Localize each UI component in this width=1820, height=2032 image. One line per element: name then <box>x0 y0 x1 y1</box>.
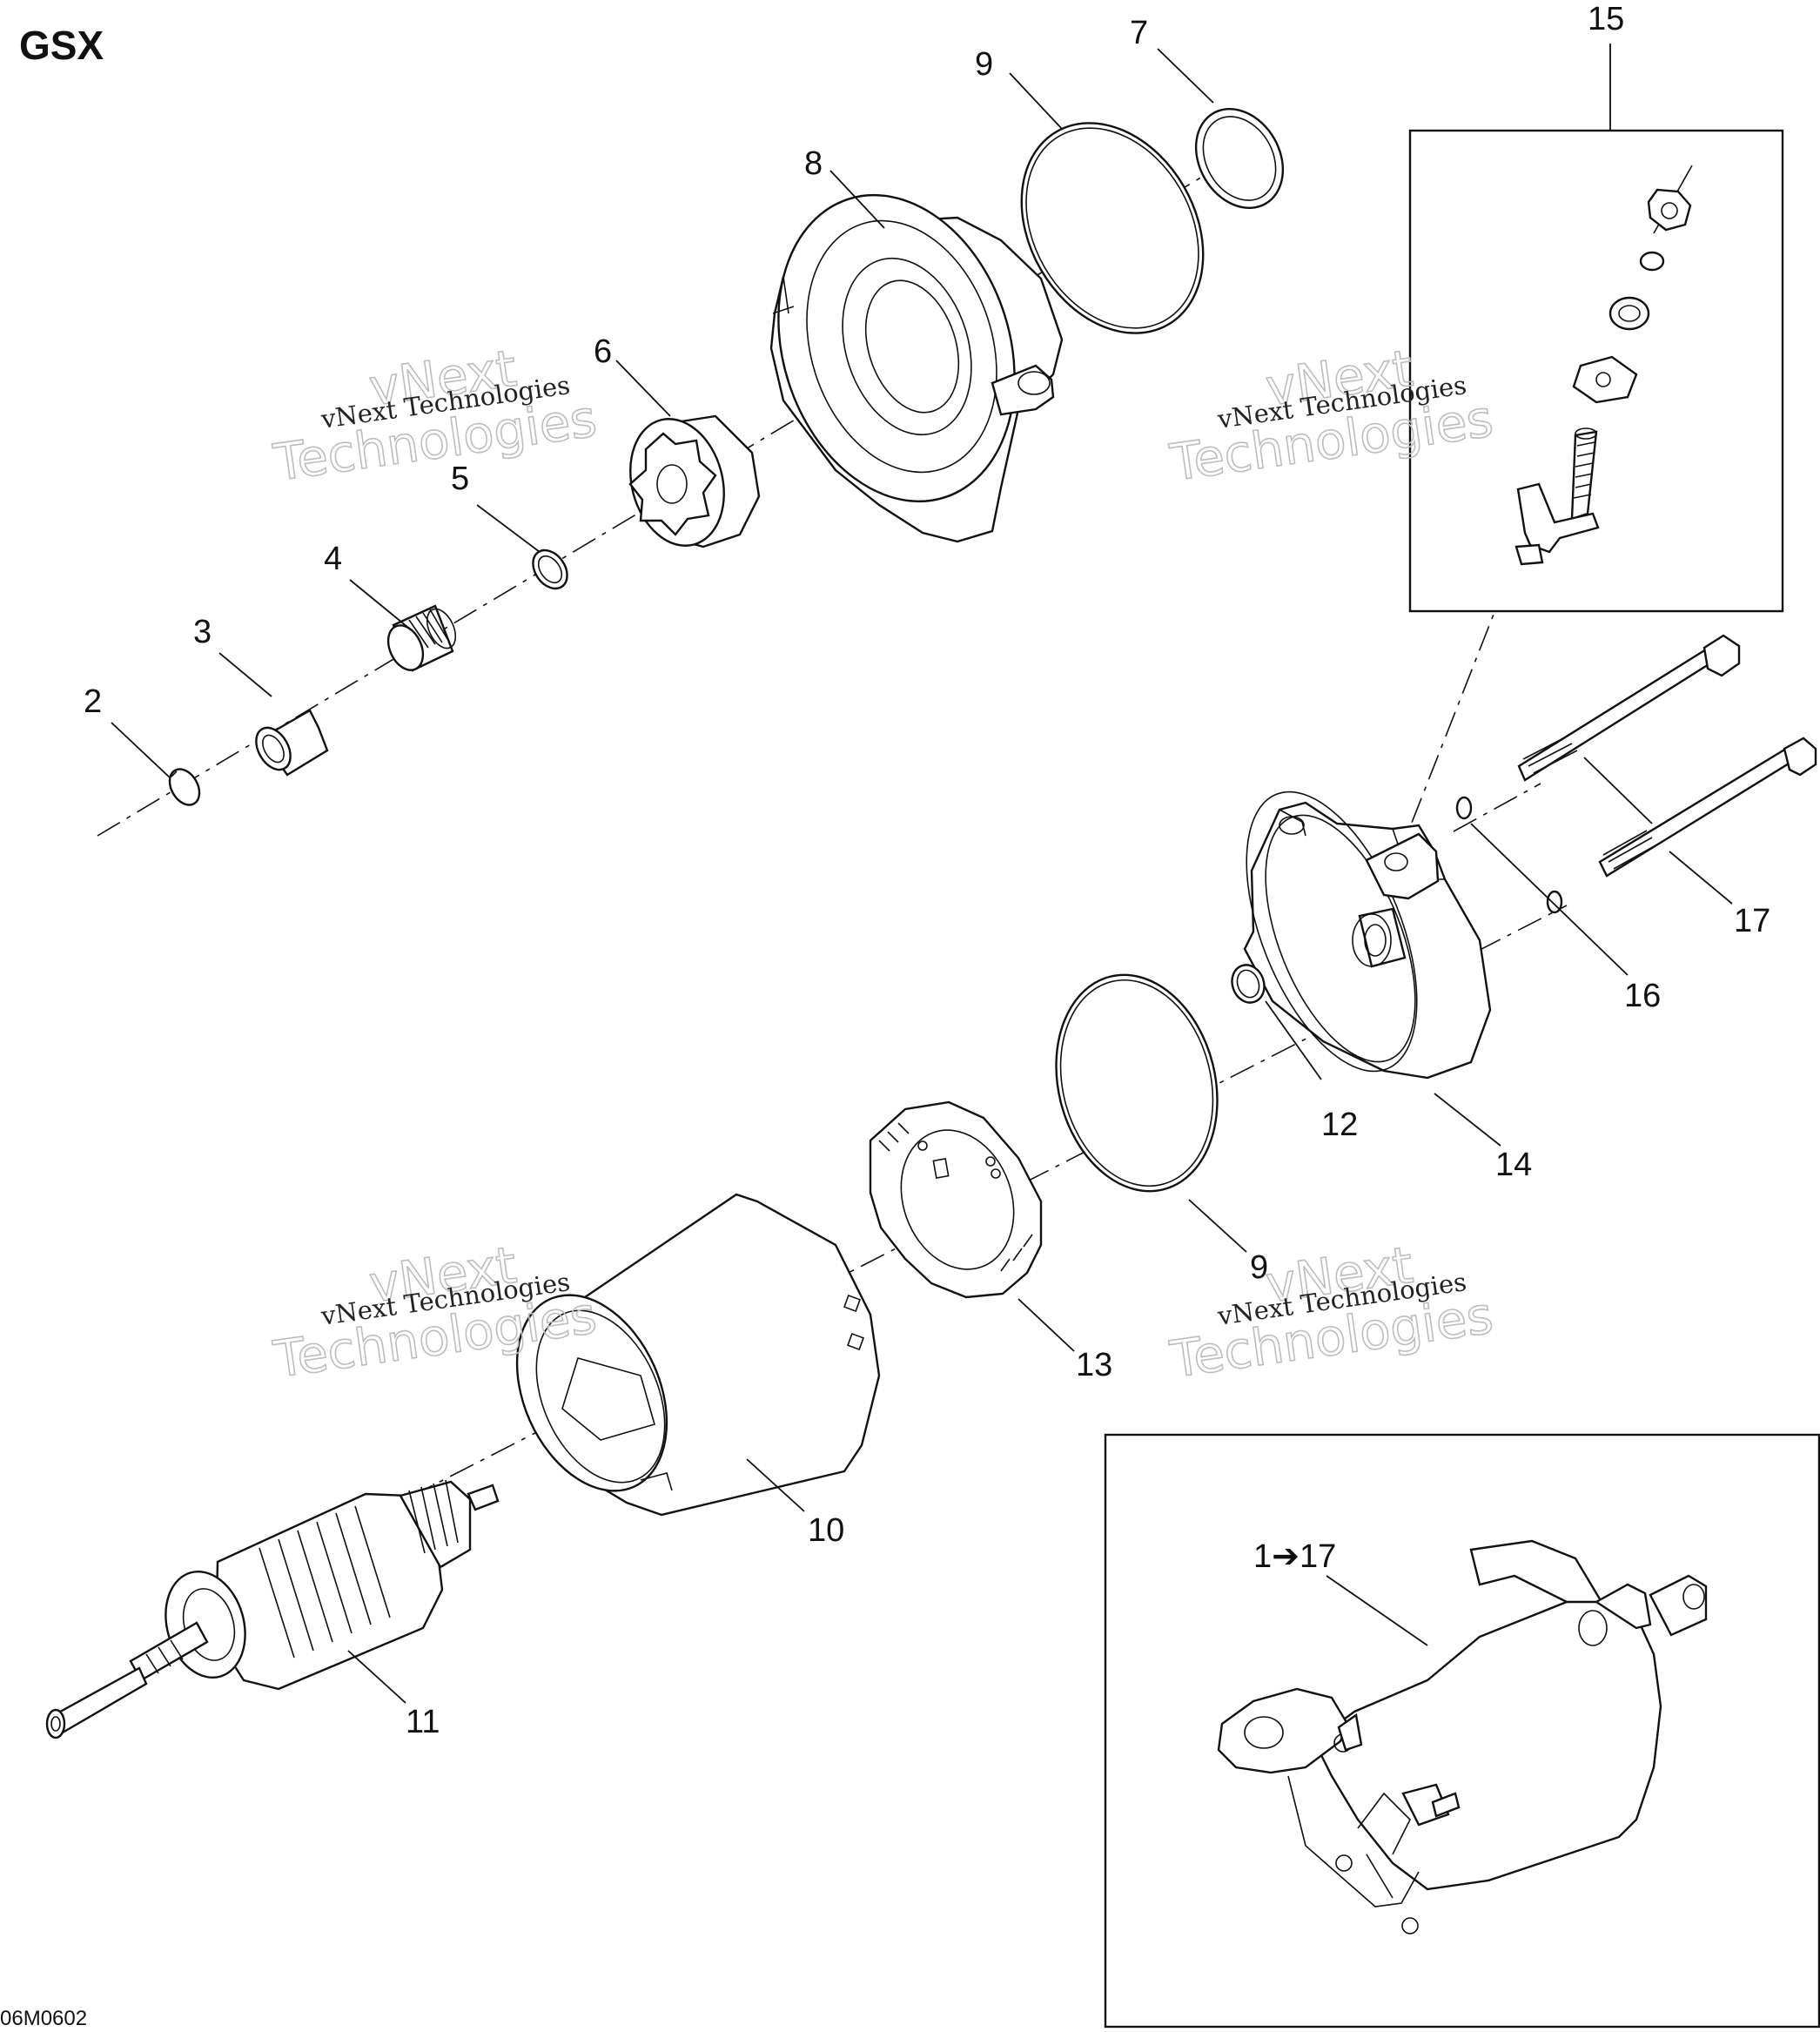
callout-14: 14 <box>1495 1147 1532 1183</box>
part-2-circlip <box>168 768 201 806</box>
part-10-yoke <box>515 1193 881 1517</box>
part-15-brush-holder-inset <box>1408 129 1784 613</box>
part-3-collar <box>255 709 329 777</box>
part-5-ring <box>532 548 568 590</box>
part-9-oring-lower <box>1055 973 1219 1193</box>
part-4-spring <box>386 604 457 672</box>
leader-lines <box>111 44 1733 1704</box>
callout-17: 17 <box>1734 903 1770 939</box>
callout-16: 16 <box>1624 978 1661 1014</box>
part-9-oring-upper <box>1020 122 1205 334</box>
assembly-range-label: 1➔17 <box>1253 1538 1336 1575</box>
diagram-title: GSX <box>19 23 104 68</box>
callout-9-upper: 9 <box>975 46 993 83</box>
part-7-oring <box>1194 107 1285 210</box>
part-13-brush-plate <box>869 1100 1043 1299</box>
callout-7: 7 <box>1130 15 1148 51</box>
callout-12: 12 <box>1321 1107 1358 1143</box>
callout-6: 6 <box>594 333 612 370</box>
inset-connector-line <box>1409 582 1507 828</box>
callout-labels: 2 3 4 5 6 7 8 9 9 10 11 12 13 14 15 16 1… <box>84 1 1770 1740</box>
part-12-oring <box>1231 964 1266 1004</box>
callout-15: 15 <box>1588 1 1624 37</box>
part-17-through-bolts <box>1517 634 1817 878</box>
callout-8: 8 <box>804 145 823 182</box>
callout-5: 5 <box>451 461 469 497</box>
callout-9-lower: 9 <box>1250 1249 1268 1286</box>
figure-code: 06M0602 <box>0 2007 87 2030</box>
watermark-bottom-right: vNext Technologies vNext Technologies <box>1165 1235 1497 1390</box>
part-11-armature <box>45 1479 500 1739</box>
part-14-end-cover <box>1243 791 1492 1080</box>
part-8-drive-housing <box>769 193 1064 543</box>
callout-10: 10 <box>808 1512 844 1549</box>
callout-13: 13 <box>1076 1347 1112 1383</box>
callout-4: 4 <box>324 541 342 577</box>
callout-2: 2 <box>84 683 102 720</box>
assembled-starter-inset <box>1104 1433 1820 2029</box>
part-6-pinion-gear <box>628 414 761 548</box>
lower-axis-line-bolt-upper <box>1453 783 1541 832</box>
callout-11: 11 <box>406 1704 440 1740</box>
watermark-top-left: vNext Technologies vNext Technologies <box>269 338 601 494</box>
callout-3: 3 <box>193 614 212 650</box>
